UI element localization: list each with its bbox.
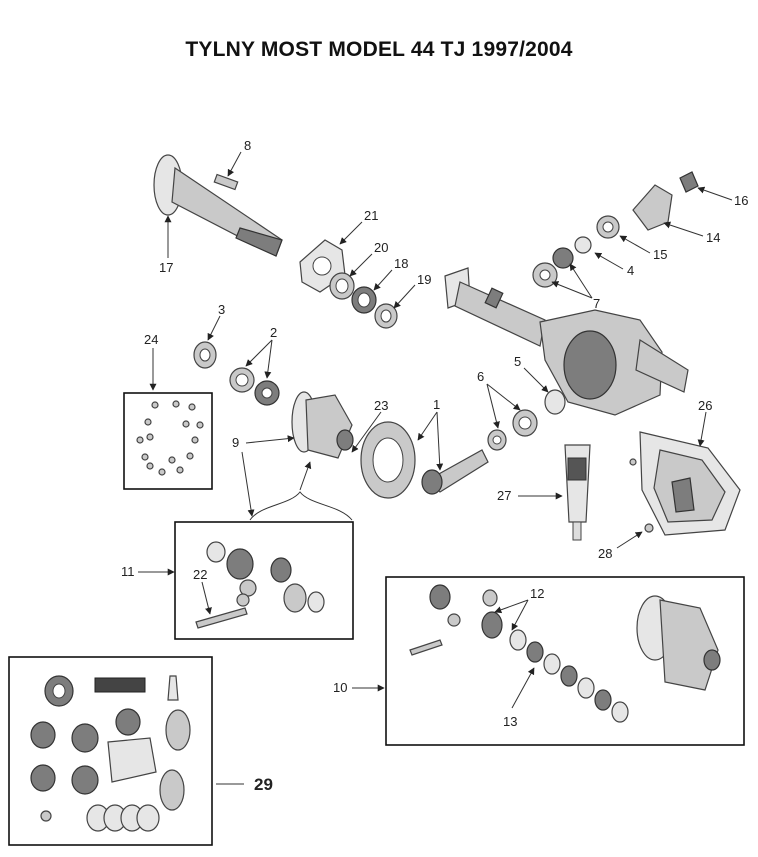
- callout-4: 4: [627, 263, 634, 278]
- callout-21: 21: [364, 208, 378, 223]
- bearing-cup-part: [193, 341, 217, 369]
- callout-8: 8: [244, 138, 251, 153]
- callout-27: 27: [497, 488, 511, 503]
- callout-9: 9: [232, 435, 239, 450]
- callout-26: 26: [698, 398, 712, 413]
- callout-19: 19: [417, 272, 431, 287]
- callout-7: 7: [593, 296, 600, 311]
- callout-1: 1: [433, 397, 440, 412]
- callout-17: 17: [159, 260, 173, 275]
- overhaul-kit-box: [8, 656, 213, 846]
- callout-12: 12: [530, 586, 544, 601]
- ring-gear-bolts-box: [123, 392, 213, 490]
- callout-5: 5: [514, 354, 521, 369]
- callout-15: 15: [653, 247, 667, 262]
- ring-and-pinion-part: [360, 421, 489, 499]
- leader-lines: [138, 151, 733, 785]
- side-bearings-part: [229, 367, 280, 406]
- callout-23: 23: [374, 398, 388, 413]
- callout-28: 28: [598, 546, 612, 561]
- sealant-tube-part: [564, 444, 591, 541]
- callout-3: 3: [218, 302, 225, 317]
- overhaul-kit-part: [30, 675, 191, 832]
- callout-20: 20: [374, 240, 388, 255]
- callout-10: 10: [333, 680, 347, 695]
- callout-24: 24: [144, 332, 158, 347]
- callout-11: 11: [121, 564, 135, 579]
- cover-bolt-part: [629, 458, 654, 533]
- bracket-part-9: [249, 491, 353, 521]
- spider-gear-kit-part: [195, 541, 325, 629]
- bearing-set-part: [329, 272, 398, 329]
- differential-cover-part: [639, 431, 741, 536]
- axle-shaft-part: [153, 154, 283, 257]
- limited-slip-kit-part: [409, 584, 721, 723]
- callout-29: 29: [254, 775, 273, 794]
- pinion-yoke-part: [632, 171, 699, 231]
- limited-slip-kit-box: [385, 576, 745, 746]
- leader-bracket-9: [299, 461, 312, 491]
- callout-2: 2: [270, 325, 277, 340]
- callout-13: 13: [503, 714, 517, 729]
- diagram-title: TYLNY MOST MODEL 44 TJ 1997/2004: [185, 38, 573, 61]
- pinion-bearing-set-part: [532, 215, 620, 288]
- callout-22: 22: [193, 567, 207, 582]
- callout-labels: 8 17 21 20 18 19 16 14 15 4 7 3 2 24 9 2…: [121, 138, 748, 794]
- pinion-shims-part: [487, 389, 566, 451]
- spider-gear-kit-box: [174, 521, 354, 640]
- callout-16: 16: [734, 193, 748, 208]
- callout-18: 18: [394, 256, 408, 271]
- wheel-stud-part: [213, 173, 239, 191]
- callout-6: 6: [477, 369, 484, 384]
- differential-case-part: [291, 391, 354, 459]
- ring-gear-bolts-part: [136, 400, 204, 476]
- axle-housing-part: [444, 267, 689, 416]
- callout-14: 14: [706, 230, 720, 245]
